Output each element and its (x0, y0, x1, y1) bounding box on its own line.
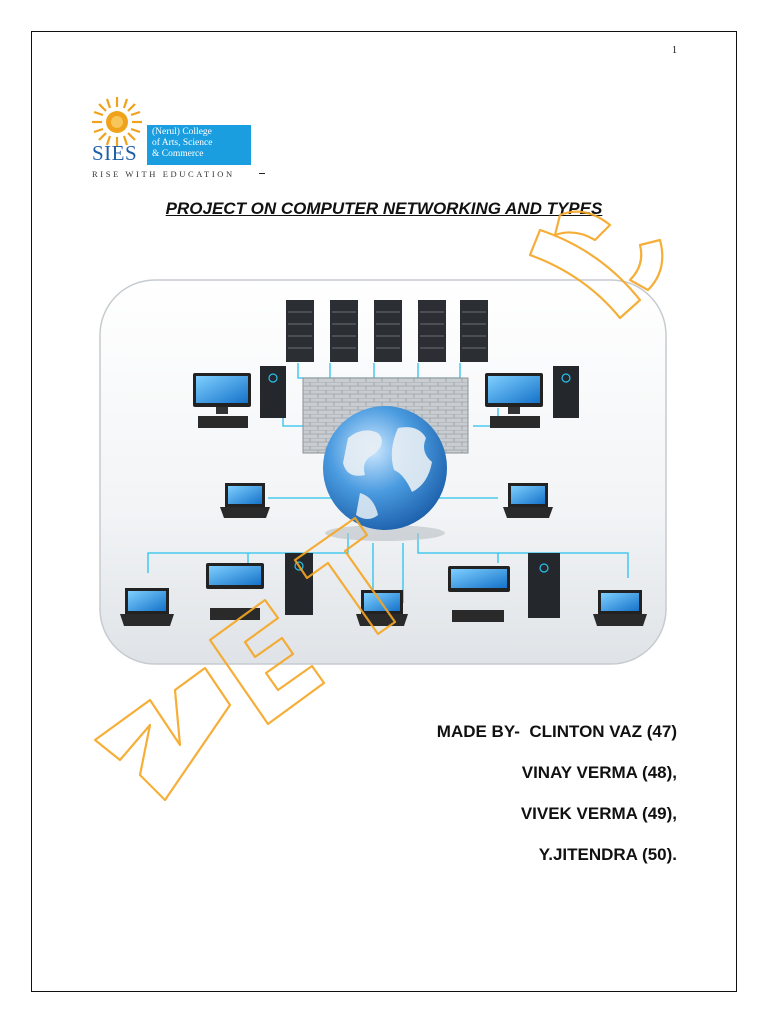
logo-college-box: (Nerul) College of Arts, Science & Comme… (147, 125, 251, 165)
author-line: VIVEK VERMA (49), (520, 804, 677, 823)
network-illustration (99, 279, 667, 665)
laptop (593, 590, 647, 626)
desktop-computer (448, 553, 560, 622)
page-number: 1 (672, 45, 677, 56)
authors-block: MADE BY- CLINTON VAZ (47) VINAY VERMA (4… (437, 722, 677, 886)
laptop (503, 483, 553, 518)
laptop (220, 483, 270, 518)
logo-underscore (259, 173, 265, 174)
document-title: PROJECT ON COMPUTER NETWORKING AND TYPES (165, 199, 603, 218)
logo-college-line: of Arts, Science (152, 138, 213, 148)
logo-tagline: RISE WITH EDUCATION (92, 169, 235, 179)
sun-icon (92, 97, 142, 147)
desktop-computer (485, 366, 579, 428)
server-rack (286, 300, 488, 362)
laptop (120, 588, 174, 626)
logo-brand: SIES (92, 141, 138, 165)
desktop-computer (206, 553, 313, 620)
logo-college-line: & Commerce (152, 149, 204, 159)
sies-logo: SIES (Nerul) College of Arts, Science & … (90, 95, 265, 185)
logo-college-line: (Nerul) College (152, 127, 212, 137)
author-line: MADE BY- CLINTON VAZ (47) (436, 722, 677, 741)
desktop-computer (193, 366, 286, 428)
page-border (31, 31, 737, 992)
author-line: VINAY VERMA (48), (521, 763, 677, 782)
author-line: Y.JITENDRA (50). (538, 845, 677, 864)
laptop (356, 590, 408, 626)
